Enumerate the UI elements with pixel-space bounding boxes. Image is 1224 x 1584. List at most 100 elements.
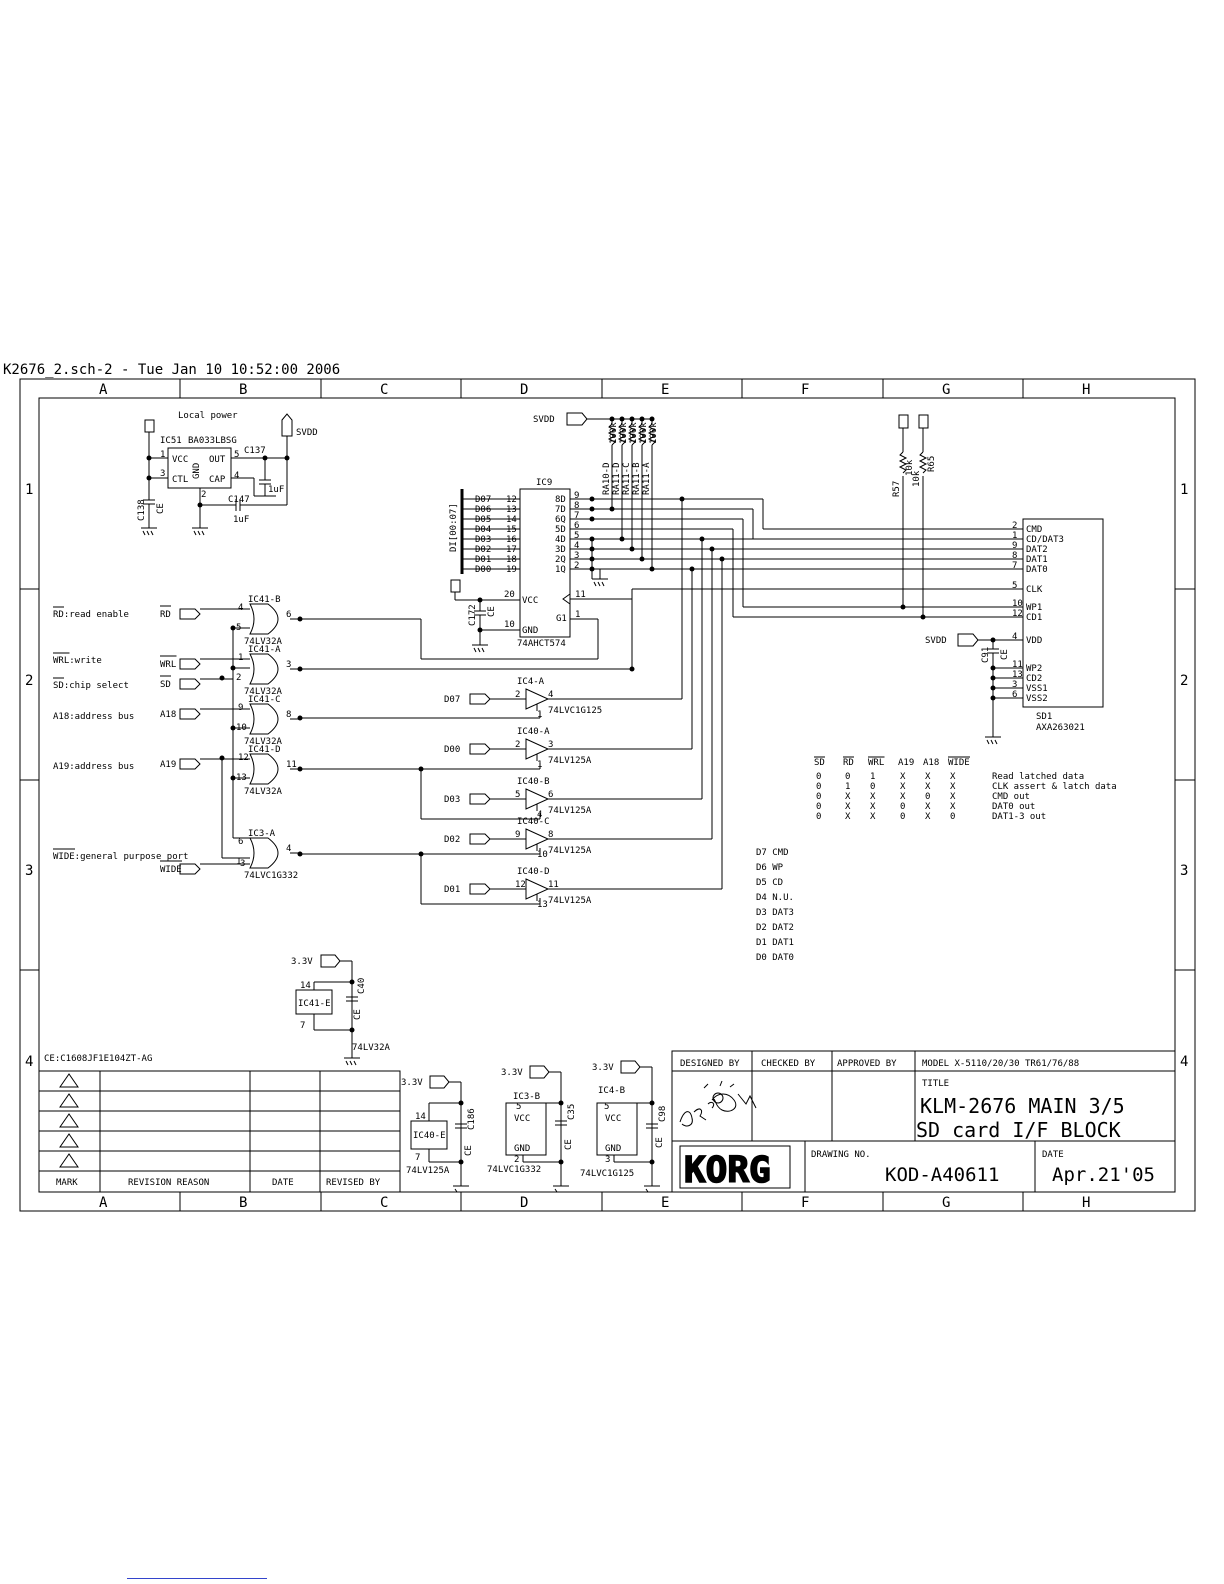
col-label-top-h: H: [1082, 382, 1090, 398]
sd1-pin-number: 6: [1012, 690, 1017, 700]
svg-text:CE: CE: [353, 1009, 363, 1020]
svg-text:2: 2: [201, 490, 206, 500]
pullup-name: RA10-D: [602, 462, 612, 495]
buffer-pin: 11: [548, 880, 559, 890]
revision-mark-triangles: [59, 1073, 79, 1168]
gate-name: IC3-A: [248, 829, 276, 839]
ic9-input-pin: 13: [506, 505, 517, 515]
frame-inner: [38, 397, 1176, 1193]
svg-text:GND: GND: [522, 626, 538, 636]
svg-text:CAP: CAP: [209, 475, 226, 485]
ic9-input-label: 2Q: [555, 555, 566, 565]
truth-table-cell: 0: [845, 772, 850, 782]
pullup-name: RA11-B: [632, 462, 642, 495]
gate-part: 74LV32A: [244, 687, 283, 697]
svg-text:7: 7: [300, 1021, 305, 1031]
col-label-bot-e: E: [661, 1195, 669, 1211]
truth-table-cell: X: [950, 782, 956, 792]
svg-text:VCC: VCC: [514, 1114, 530, 1124]
ic9-input-signal: D01: [475, 555, 491, 565]
gate-name: IC41-C: [248, 695, 281, 705]
svg-text:CE: CE: [487, 606, 497, 617]
svg-text:7: 7: [415, 1153, 420, 1163]
pullup-resistor: [607, 423, 617, 446]
truth-table-cell: 0: [870, 782, 875, 792]
svg-text:5: 5: [516, 1102, 521, 1112]
truth-table-cell: X: [925, 812, 931, 822]
svg-text:TITLE: TITLE: [922, 1079, 949, 1089]
col-label-bot-f: F: [801, 1195, 809, 1211]
svg-text:GND: GND: [514, 1144, 530, 1154]
row-label-left-3: 3: [25, 863, 33, 879]
file-title: K2676_2.sch-2 - Tue Jan 10 10:52:00 2006: [3, 362, 340, 378]
svg-text:C147: C147: [228, 495, 250, 505]
buffer-pin: 8: [548, 830, 553, 840]
gate-junctions: [219, 616, 424, 857]
ic9-input-signal: D03: [475, 535, 491, 545]
truth-table-cell: X: [925, 772, 931, 782]
truth-table-cell: X: [925, 782, 931, 792]
truth-table-cell: 0: [816, 772, 821, 782]
sd1-pin-label: CD2: [1026, 674, 1042, 684]
svg-text:IC40-E: IC40-E: [413, 1131, 446, 1141]
sd1-pin-label: CD/DAT3: [1026, 535, 1064, 545]
frame-labels: A B C D E F G H A B C D E F G H 1 2 3 4 …: [25, 382, 1188, 1211]
truth-table-cell: X: [900, 792, 906, 802]
bit-map-entry: D6 WP: [756, 863, 784, 873]
ic9-output-pin: 6: [574, 521, 579, 531]
gate-part: 74LVC1G332: [244, 871, 298, 881]
row-label-left-4: 4: [25, 1054, 33, 1070]
svg-text:3.3V: 3.3V: [592, 1063, 614, 1073]
truth-table-cell: X: [950, 772, 956, 782]
buffer-part: 74LV125A: [548, 756, 592, 766]
svg-text:3: 3: [605, 1155, 610, 1165]
ic9-output-pin: 8: [574, 501, 579, 511]
drawing-number: KOD-A40611: [885, 1164, 999, 1186]
gate-wiring: [221, 618, 632, 905]
sd1-pin-label: DAT0: [1026, 565, 1048, 575]
ic41e-supply: 3.3V IC41-E 14 7 C40 CE 74LV32A: [291, 954, 391, 1066]
truth-table-cell: 0: [816, 812, 821, 822]
input-description: A19:address bus: [53, 762, 134, 772]
gate-pin: 4: [286, 844, 291, 854]
truth-table-cell: 0: [900, 812, 905, 822]
gate-part: 74LV32A: [244, 737, 283, 747]
svg-text:CE: CE: [464, 1145, 474, 1156]
truth-table-header: RD: [843, 758, 854, 768]
gate-name: IC41-D: [248, 745, 281, 755]
buffer-input-signal: D00: [444, 745, 460, 755]
svg-text:IC4-B: IC4-B: [598, 1086, 625, 1096]
drawing-title-1: KLM-2676 MAIN 3/5: [920, 1094, 1125, 1118]
ic9-input-label: 7D: [555, 505, 566, 515]
svg-text:14: 14: [300, 981, 311, 991]
buffer-name: IC4-A: [517, 677, 545, 687]
col-label-top-f: F: [801, 382, 809, 398]
ic9-output-pin: 9: [574, 491, 579, 501]
drawing-date: Apr.21'05: [1052, 1164, 1155, 1186]
col-label-top-g: G: [942, 382, 950, 398]
svg-text:G1: G1: [556, 614, 567, 624]
svg-text:VCC: VCC: [605, 1114, 621, 1124]
ic9-output-pin: 5: [574, 531, 579, 541]
input-port-flag: [179, 608, 201, 620]
svg-text:Local power: Local power: [178, 411, 238, 421]
ic9-input-signal: D07: [475, 495, 491, 505]
footer-link-underline[interactable]: [127, 1578, 267, 1579]
input-port-flag: [179, 708, 201, 720]
svg-text:SVDD: SVDD: [296, 428, 318, 438]
svg-text:74AHCT574: 74AHCT574: [517, 639, 566, 649]
sd1-pin-label: WP2: [1026, 664, 1042, 674]
buffer-pin: 10: [537, 850, 548, 860]
svg-text:IC51: IC51: [160, 436, 182, 446]
svg-text:C35: C35: [567, 1104, 577, 1120]
pullup-value: 100k: [619, 422, 629, 444]
col-label-top-d: D: [520, 382, 528, 398]
korg-logo: KORG: [679, 1145, 791, 1192]
svg-text:DI[00:07]: DI[00:07]: [449, 503, 459, 552]
input-port-flag: [179, 678, 201, 690]
ic9-input-pin: 15: [506, 525, 517, 535]
truth-table-desc: CLK assert & latch data: [992, 782, 1117, 792]
